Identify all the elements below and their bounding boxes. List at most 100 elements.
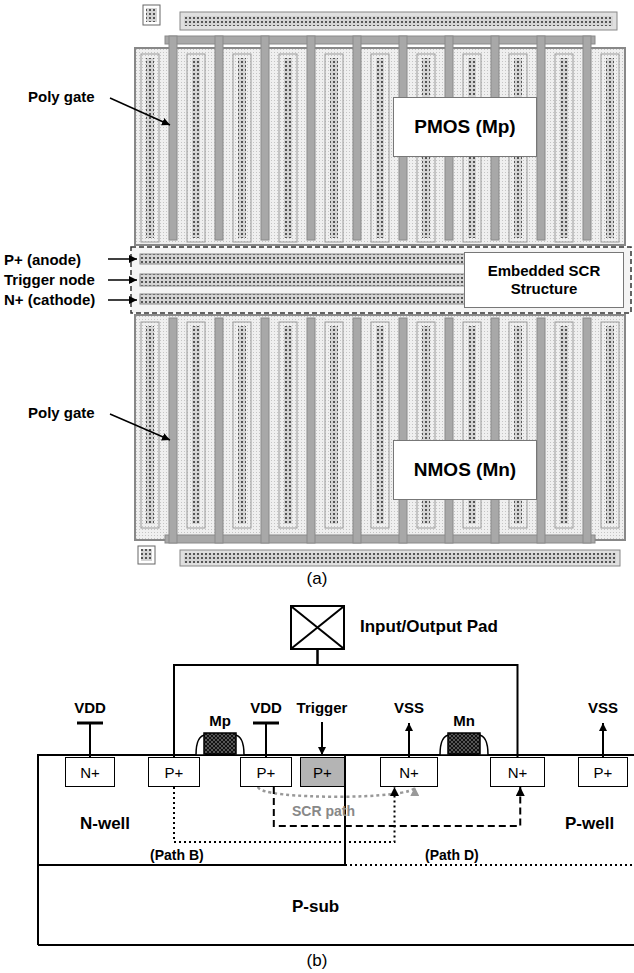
part-label: Trigger node: [4, 271, 95, 289]
guard-ring: [180, 550, 620, 566]
poly: [215, 318, 223, 543]
node-label: P+: [257, 764, 276, 781]
poly: [215, 36, 223, 240]
leader-lines: [108, 98, 170, 440]
poly: [537, 318, 545, 543]
p-substrate: P-sub: [38, 867, 634, 943]
node-label: N+: [508, 764, 528, 781]
nmos-box: NMOS (Mn): [393, 440, 537, 500]
leader-line: [108, 258, 137, 260]
device-label: Mn: [453, 712, 475, 730]
metal: [601, 322, 619, 528]
vdd-wire: [89, 723, 91, 757]
contact: [238, 58, 246, 238]
part-label: P+ (anode): [4, 251, 81, 269]
contact: [192, 58, 200, 238]
leader-line: [108, 299, 137, 301]
poly-bus: [165, 535, 595, 543]
poly-gates: [165, 318, 595, 543]
gate-mp: [204, 733, 236, 754]
node-label: P+: [313, 764, 332, 781]
path-label: (Path D): [425, 847, 479, 863]
poly: [399, 318, 407, 543]
wire: [174, 650, 318, 757]
pad-cross-line: [292, 607, 343, 648]
metal: [233, 322, 251, 528]
pwell-bottom: [345, 864, 634, 866]
n-plus-diffusion: N+: [65, 757, 115, 787]
guard-ring: [180, 12, 617, 30]
path-label: (Path B): [150, 847, 204, 863]
poly: [491, 318, 499, 543]
node-label: P+: [594, 764, 613, 781]
node-label: P-well: [565, 814, 614, 834]
metal: [555, 322, 573, 528]
node-label: NMOS (Mn): [414, 459, 516, 481]
part-label: Poly gate: [28, 88, 95, 106]
poly: [583, 36, 591, 240]
gate-mn: [448, 733, 480, 754]
node-label: N+: [80, 764, 100, 781]
contact: [606, 58, 614, 238]
current-path: [258, 787, 415, 797]
trigger-arrow: [321, 722, 323, 755]
metal: [371, 54, 389, 242]
current-path: [274, 787, 520, 826]
leader-line: [108, 279, 137, 281]
part-label: Poly gate: [28, 404, 95, 422]
leader-line: [110, 414, 170, 440]
poly: [353, 36, 361, 240]
poly-bus: [165, 36, 595, 44]
device-label: Mp: [209, 712, 231, 730]
subfigure-caption: (a): [307, 570, 328, 588]
poly: [307, 36, 315, 240]
poly: [583, 318, 591, 543]
scr-box: Embedded SCR Structure: [464, 252, 624, 308]
metal: [555, 54, 573, 242]
metal: [141, 322, 159, 528]
subfigure-caption: (b): [307, 952, 328, 970]
terminal-label: VSS: [588, 699, 618, 717]
wire: [318, 650, 518, 757]
metal: [325, 322, 343, 528]
pad-square: [143, 5, 160, 25]
io-pad: Input/Output Pad: [290, 605, 345, 650]
p-well: P-well N+ N+ P+: [347, 757, 634, 863]
contact: [560, 58, 568, 238]
poly: [537, 36, 545, 240]
well-bottom: [38, 864, 345, 866]
n-plus-diffusion: N+: [380, 757, 438, 787]
scr-region: [131, 247, 631, 313]
node-label: N-well: [80, 814, 130, 834]
node-label: PMOS (Mp): [414, 116, 515, 138]
node-label: Embedded SCR Structure: [465, 262, 623, 298]
poly: [307, 318, 315, 543]
vss-arrow: [602, 723, 604, 757]
metal: [187, 322, 205, 528]
node-label: P+: [165, 764, 184, 781]
trigger-diffusion: P+: [300, 757, 345, 787]
p-plus-diffusion: P+: [240, 757, 292, 787]
contact: [146, 8, 157, 22]
metal: [141, 54, 159, 242]
substrate-bottom: [38, 944, 634, 946]
poly: [261, 36, 269, 240]
metal: [601, 54, 619, 242]
terminal-label: Trigger: [297, 699, 348, 717]
contact: [184, 553, 616, 563]
p-plus-diffusion: P+: [148, 757, 200, 787]
contact: [606, 326, 614, 524]
contact: [330, 58, 338, 238]
metal: [279, 54, 297, 242]
terminals: [77, 722, 603, 757]
metal: [233, 54, 251, 242]
metal-fingers: [141, 322, 619, 528]
metal-fingers: [141, 54, 619, 242]
node-label: Input/Output Pad: [360, 617, 498, 637]
current-path: [174, 787, 395, 842]
path-label: SCR path: [292, 803, 355, 819]
contact: [376, 58, 384, 238]
poly: [169, 36, 177, 240]
contact: [146, 58, 154, 238]
contact: [238, 326, 246, 524]
